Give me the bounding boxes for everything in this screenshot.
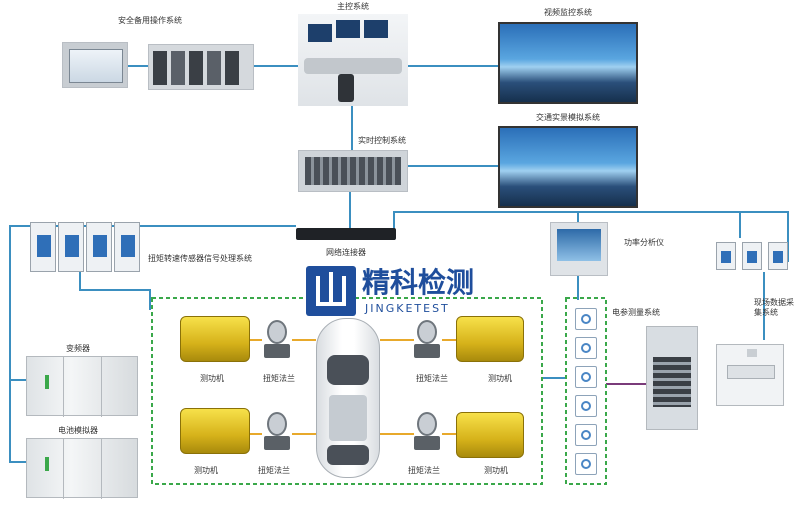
- label-safety-backup: 安全备用操作系统: [118, 16, 182, 25]
- label-electrical-measure: 电参测量系统: [612, 308, 660, 317]
- label-battery-sim: 电池模拟器: [58, 426, 98, 435]
- label-field-data: 现场数据采集系统: [754, 298, 794, 317]
- label-traffic-sim: 交通实景模拟系统: [536, 113, 600, 122]
- realtime-controller-device: [298, 150, 408, 192]
- measure-module-4: [575, 395, 597, 417]
- label-main-control: 主控系统: [337, 2, 369, 11]
- torque-flange-top-right: [414, 320, 440, 362]
- brand-name: 精科检测: [362, 266, 475, 299]
- dyno-bottom-left: [180, 408, 250, 454]
- label-network-connector: 网络连接器: [326, 248, 366, 257]
- torque-signal-modules: [30, 222, 142, 272]
- power-analyzer-device: [550, 222, 608, 276]
- video-monitor-screen: [498, 22, 638, 104]
- traffic-sim-screen: [498, 126, 638, 208]
- measure-cabinet: [646, 326, 698, 430]
- label-dyno-br: 测功机: [484, 466, 508, 475]
- measure-module-6: [575, 453, 597, 475]
- label-inverter: 变频器: [66, 344, 90, 353]
- brand-logo-icon: [306, 266, 356, 316]
- label-dyno-bl: 测功机: [194, 466, 218, 475]
- dyno-top-right: [456, 316, 524, 362]
- measure-module-3: [575, 366, 597, 388]
- label-video-monitor: 视频监控系统: [544, 8, 592, 17]
- label-flange-tl: 扭矩法兰: [263, 374, 295, 383]
- dyno-bottom-right: [456, 412, 524, 458]
- label-flange-bl: 扭矩法兰: [258, 466, 290, 475]
- hmi-panel-device: [62, 42, 128, 88]
- label-dyno-tl: 测功机: [200, 374, 224, 383]
- inverter-cabinet: [26, 356, 138, 417]
- label-realtime-control: 实时控制系统: [358, 136, 406, 145]
- label-power-analyzer: 功率分析仪: [624, 238, 664, 247]
- label-dyno-tr: 测功机: [488, 374, 512, 383]
- dyno-top-left: [180, 316, 250, 362]
- field-data-cabinet: [716, 344, 784, 406]
- battery-sim-cabinet: [26, 438, 138, 499]
- network-switch-device: [296, 228, 396, 240]
- vehicle-top-view: [316, 318, 380, 478]
- plc-rack-device: [148, 44, 254, 90]
- torque-flange-top-left: [264, 320, 290, 362]
- measure-module-2: [575, 337, 597, 359]
- brand-subtitle: JINGKETEST: [365, 302, 450, 315]
- label-torque-signal: 扭矩转速传感器信号处理系统: [148, 254, 252, 263]
- field-data-modules: [716, 238, 788, 272]
- control-console-device: [298, 14, 408, 106]
- measure-module-1: [575, 308, 597, 330]
- measure-module-5: [575, 424, 597, 446]
- torque-flange-bottom-left: [264, 412, 290, 454]
- label-flange-tr: 扭矩法兰: [416, 374, 448, 383]
- torque-flange-bottom-right: [414, 412, 440, 454]
- label-flange-br: 扭矩法兰: [408, 466, 440, 475]
